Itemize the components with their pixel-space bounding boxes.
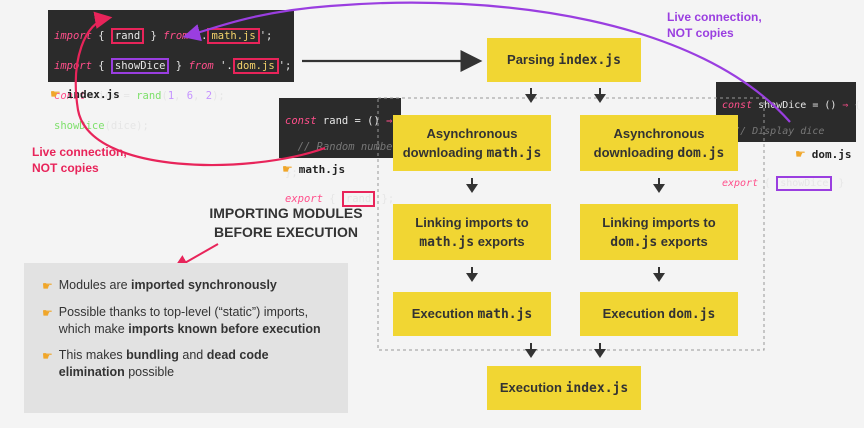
index-code-block: import { rand } from '.math.js'; import … xyxy=(48,10,294,132)
math-line-4: export { rand }; xyxy=(285,191,395,207)
arrow-exec-left xyxy=(525,343,537,358)
hand-pointing-icon: ☛ xyxy=(42,279,53,293)
index-line-2: import { showDice } from '.dom.js'; xyxy=(54,58,292,74)
arrow-link-dom xyxy=(653,267,665,282)
bullet-item: ☛ Possible thanks to top-level (“static”… xyxy=(42,305,321,336)
hand-pointing-icon: ☛ xyxy=(50,87,61,101)
dom-line-2: // Display dice xyxy=(734,126,825,137)
math-code-block: const rand = () ⇒ { // Random numbers };… xyxy=(279,98,405,207)
dom-code-block: const showDice = () ⇒ { // Display dice … xyxy=(716,82,861,191)
arrow-parse-left xyxy=(525,88,537,103)
showdice-import-highlight: showDice xyxy=(110,58,170,74)
bullet-item: ☛ Modules are imported synchronously xyxy=(42,278,277,293)
index-line-4: showDice(dice); xyxy=(54,120,149,132)
parsing-index-box: Parsing index.js xyxy=(487,38,641,82)
math-line-3: }; xyxy=(285,167,298,179)
hand-pointing-icon: ☛ xyxy=(282,162,293,176)
dom-line-1: const showDice = () ⇒ { xyxy=(722,100,861,111)
live-connection-note-right: Live connection,NOT copies xyxy=(667,10,762,40)
showdice-export-highlight: showDice xyxy=(776,176,833,191)
math-file-label: ☛math.js xyxy=(282,162,346,176)
live-connection-note-left: Live connection,NOT copies xyxy=(32,145,127,175)
dom-line-4: export { showDice } xyxy=(722,176,845,191)
index-line-3: const dice = rand(1, 6, 2); xyxy=(54,90,225,102)
bullet-item: ☛ This makes bundling and dead code elim… xyxy=(42,348,269,379)
index-file-label: ☛index.js xyxy=(50,87,120,101)
index-line-1: import { rand } from '.math.js'; xyxy=(54,28,273,44)
hand-pointing-icon: ☛ xyxy=(795,147,806,161)
exec-dom-box: Execution dom.js xyxy=(580,292,738,336)
rand-export-highlight: rand xyxy=(341,191,376,207)
arrow-async-math xyxy=(466,178,478,193)
arrow-link-math xyxy=(466,267,478,282)
purple-live-connection-curve xyxy=(182,1,791,123)
summary-panel: ☛ Modules are imported synchronously ☛ P… xyxy=(24,263,348,413)
red-live-connection-curve xyxy=(74,11,326,167)
hand-pointing-icon: ☛ xyxy=(42,349,53,363)
dom-path-highlight: dom.js xyxy=(232,58,279,74)
hand-pointing-icon: ☛ xyxy=(42,306,53,320)
exec-index-box: Execution index.js xyxy=(487,366,641,410)
dashed-execution-boundary xyxy=(377,97,765,351)
arrow-async-dom xyxy=(653,178,665,193)
arrow-parse-right xyxy=(594,88,606,103)
arrow-exec-right xyxy=(594,343,606,358)
dom-file-label: ☛dom.js xyxy=(795,147,852,161)
exec-math-box: Execution math.js xyxy=(393,292,551,336)
math-path-highlight: math.js xyxy=(207,28,260,44)
rand-import-highlight: rand xyxy=(110,28,145,44)
